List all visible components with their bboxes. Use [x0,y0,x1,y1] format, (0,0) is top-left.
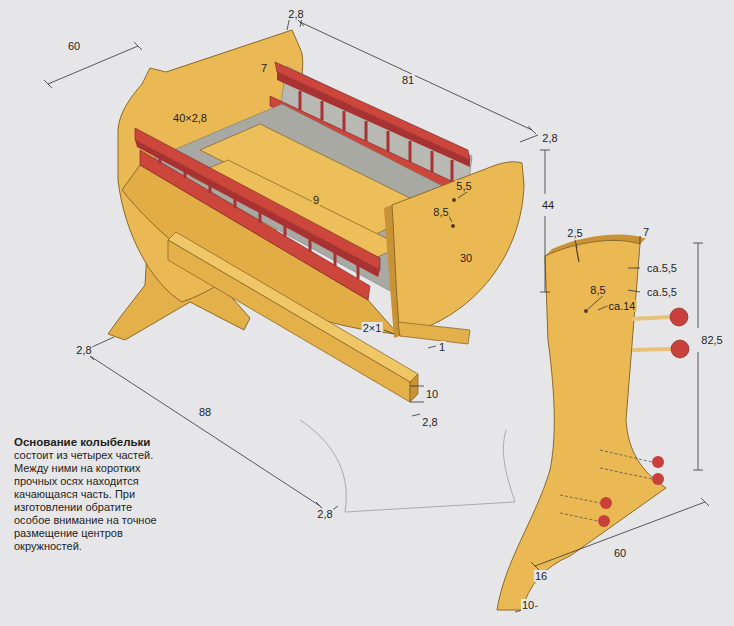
dimension-label: 16 [534,570,548,582]
dimension-label: 9 [312,194,320,206]
stretcher [168,240,410,402]
dimension-label: 10 [521,599,535,611]
dimension-label: 30 [459,252,473,264]
dimension-label: 2,5 [566,227,583,239]
dimension-label: 82,5 [700,334,723,346]
dimension-label: 10 [425,388,439,400]
dimension-label: 2,8 [316,508,333,520]
peg [652,456,664,468]
dimension-label: 2,8 [75,344,92,356]
axle-hole [452,198,456,202]
rail [140,150,370,300]
dimension-label: 44 [541,199,555,211]
caption-heading: Основание колыбельки [14,436,170,449]
dimension-label: 60 [67,40,81,52]
peg [670,308,688,326]
stretcher [398,322,470,344]
stretcher-end [410,374,418,402]
dimension-label: 2,8 [541,132,558,144]
dimension-label: 8,5 [589,284,606,296]
end-panel [392,162,524,336]
dimension-label: 60 [613,547,627,559]
dimension-label: 7 [642,226,650,238]
dimension-label: 2,8 [287,8,304,20]
axle [632,317,671,350]
slot [576,246,579,262]
dowel-line [560,450,652,521]
dimension-label: 2,8 [421,416,438,428]
dimension-label: 5,5 [455,180,472,192]
peg [671,340,689,358]
peg [600,497,612,509]
caption-block: Основание колыбелькисостоит из четырех ч… [14,436,170,553]
dimension-label: 40×2,8 [172,112,208,124]
caption-text: состоит из четырех частей. Между ними на… [14,449,170,553]
dimension-label: 7 [260,62,268,74]
dimension-label: 81 [401,74,415,86]
dimension-label: ca.5,5 [646,262,678,274]
stretcher [168,232,418,382]
dimension-label: ca.14 [608,300,637,312]
axle-hole [584,309,588,313]
peg [598,515,610,527]
dimension-label: 2×1 [362,322,383,334]
ghost-outline [300,420,515,512]
dimension-label: 88 [198,406,212,418]
axle-hole [451,224,455,228]
peg [652,473,664,485]
dimension-label: 1 [438,341,446,353]
dimension-label: ca.5,5 [646,286,678,298]
stand-board [497,240,666,610]
dimension-label: 8,5 [432,206,449,218]
